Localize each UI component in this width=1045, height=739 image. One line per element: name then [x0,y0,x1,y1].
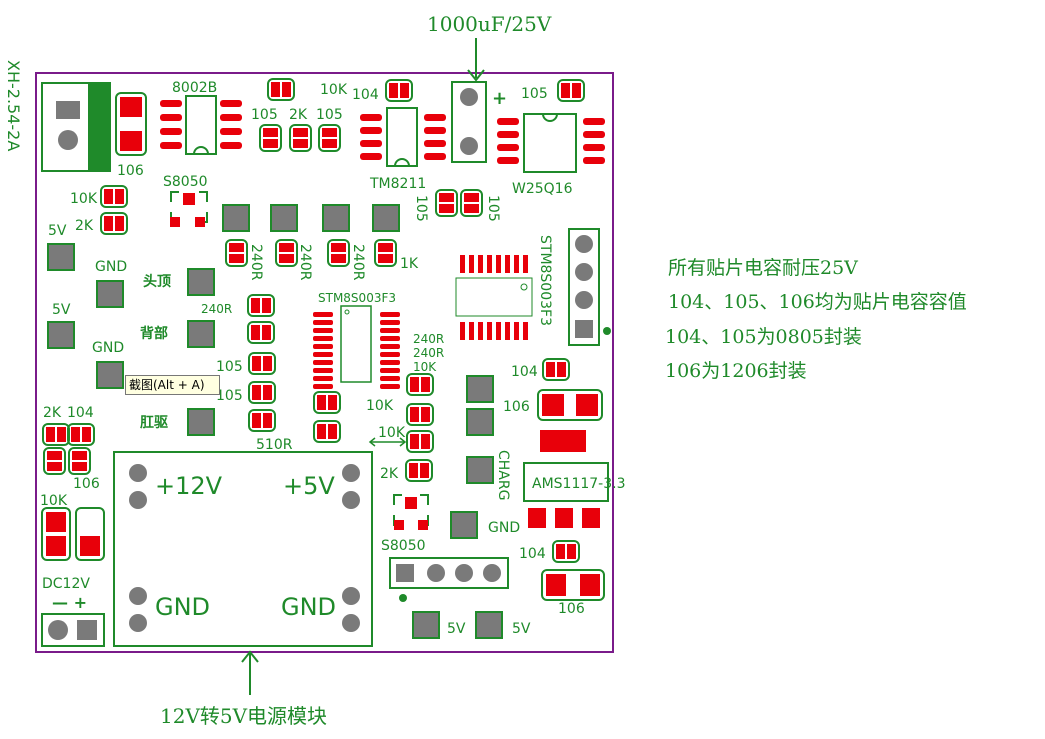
label-105-a: 105 [251,107,278,123]
label-106-mid: 106 [73,476,100,492]
label-stm-vert: STM8S003F3 [537,235,553,326]
note-3: 104、105为0805封装 [665,326,862,348]
label-dc12v: DC12V [42,576,90,592]
note-4: 106为1206封装 [665,360,807,382]
label-8002b: 8002B [172,80,217,96]
label-s8050-top: S8050 [163,174,208,190]
label-plus12v: +12V [155,472,223,500]
label-106-right: 106 [503,399,530,415]
note-1: 所有贴片电容耐压25V [668,257,858,279]
label-gnd-a: GND [95,259,127,275]
label-s8050-bottom: S8050 [381,538,426,554]
label-104-left2: 104 [67,405,94,421]
label-10k-left: 10K [70,191,98,207]
label-104-br: 104 [519,546,546,562]
label-5v-c: 5V [447,621,466,637]
label-stm-small: STM8S003F3 [318,291,396,305]
label-105-vert-b: 105 [485,195,501,222]
label-10k-top: 10K [320,82,348,98]
label-10k-m3: 10K [378,425,406,441]
label-tm8211: TM8211 [369,176,426,192]
label-gnd-b: GND [92,340,124,356]
label-charg: CHARG [495,450,511,500]
xh-label: XH-2.54-2A [4,60,23,151]
label-plus-cap: + [492,88,507,109]
label-2k-a: 2K [289,107,308,123]
label-105-vert-a: 105 [413,195,429,222]
label-anal: 肛驱 [140,415,168,431]
label-2k-bottom: 2K [380,466,399,482]
label-1k: 1K [400,256,419,272]
label-ams: AMS1117-3.3 [532,476,626,492]
buck-module [113,451,373,647]
label-104-top: 104 [352,87,379,103]
label-2k-left2: 2K [43,405,62,421]
label-gnd-l: GND [155,593,210,621]
label-106-left: 106 [117,163,144,179]
bottom-title: 12V转5V电源模块 [160,704,328,728]
label-plus5v: +5V [283,472,335,500]
label-106-br: 106 [558,601,585,617]
label-10k-bl: 10K [40,493,68,509]
label-10k-mid: 10K [413,360,437,374]
note-2: 104、105、106均为贴片电容容值 [668,291,967,313]
label-105-top: 105 [521,86,548,102]
label-minus-plus: — + [52,593,87,612]
label-105-b: 105 [316,107,343,123]
screenshot-tooltip: 截图(Alt + A) [125,375,220,395]
label-w25q16: W25Q16 [512,181,573,197]
label-240r-c: 240R [350,244,366,281]
label-105-m2: 105 [216,388,243,404]
label-240r-f: 240R [413,346,444,360]
label-240r-e: 240R [413,332,444,346]
label-104-right: 104 [511,364,538,380]
label-5v-a: 5V [48,223,67,239]
label-240r-b: 240R [297,244,313,281]
label-510r: 510R [256,437,293,453]
cap-top-label: 1000uF/25V [427,12,552,36]
label-105-m1: 105 [216,359,243,375]
label-back: 背部 [140,325,168,342]
label-5v-b: 5V [52,302,71,318]
label-gnd-r: GND [281,593,336,621]
label-2k-left: 2K [75,218,94,234]
label-gnd-pad: GND [488,520,520,536]
label-head: 头顶 [143,273,171,290]
label-5v-d: 5V [512,621,531,637]
label-240r-d: 240R [201,302,232,316]
label-240r-a: 240R [248,244,264,281]
board-outline [35,72,614,653]
label-10k-m2: 10K [366,398,394,414]
